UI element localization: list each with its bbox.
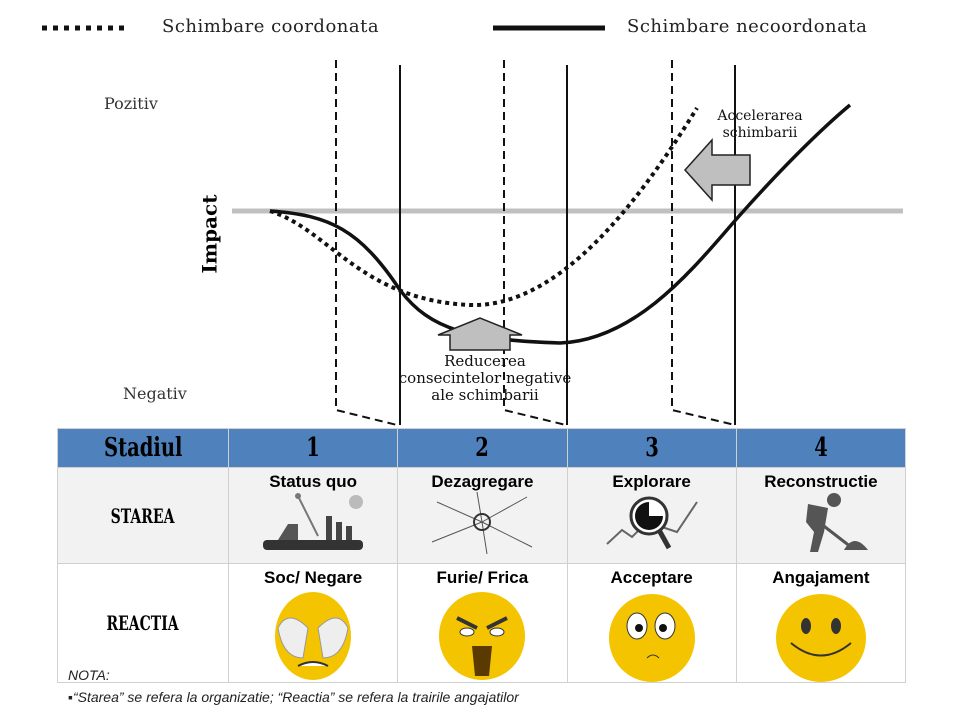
worker-shovel-icon bbox=[805, 493, 868, 552]
header-row: Stadiul 1 2 3 4 bbox=[57, 428, 907, 468]
up-arrow-icon bbox=[437, 317, 523, 351]
table-cell: Soc/ Negare bbox=[227, 563, 399, 683]
broken-glass-icon bbox=[432, 491, 533, 555]
uncoordinated-curve bbox=[269, 103, 852, 345]
tablet-chart-icon bbox=[263, 493, 364, 550]
row-label-starea: STAREA bbox=[57, 467, 229, 564]
smiling-emoji-icon bbox=[775, 594, 866, 682]
table-cell: Furie/ Frica bbox=[397, 563, 568, 683]
note-text-content: “Starea” se refera la organizatie; “Reac… bbox=[72, 689, 519, 705]
table-cell: Dezagregare bbox=[397, 467, 568, 564]
note-text: ▪“Starea” se refera la organizatie; “Rea… bbox=[68, 689, 519, 705]
axis-negative-label: Negativ bbox=[123, 384, 187, 403]
legend-uncoordinated: Schimbare necoordonata bbox=[627, 16, 868, 37]
stage-3: 3 bbox=[566, 428, 737, 468]
stage-1: 1 bbox=[227, 428, 399, 468]
annotation-line: ale schimbarii bbox=[431, 386, 539, 404]
stage-boundaries bbox=[335, 60, 736, 426]
reduction-annotation: Reducerea consecintelor negative ale sch… bbox=[385, 353, 585, 404]
axis-positive-label: Pozitiv bbox=[104, 94, 158, 113]
header-label: Stadiul bbox=[57, 428, 229, 468]
stage-2: 2 bbox=[397, 428, 568, 468]
table-cell: Angajament bbox=[735, 563, 907, 683]
axis-y-label: Impact bbox=[197, 194, 222, 274]
stages-table: Stadiul 1 2 3 4 STAREA Status quo Dezagr… bbox=[57, 428, 907, 683]
starea-row: STAREA Status quo Dezagregare Explorare … bbox=[57, 467, 907, 564]
left-arrow-icon bbox=[683, 138, 751, 202]
table-cell: Reconstructie bbox=[735, 467, 907, 564]
annotation-line: Reducerea bbox=[444, 352, 526, 370]
annotation-line: schimbarii bbox=[722, 125, 798, 141]
reactia-row: REACTIA Soc/ Negare Furie/ Frica Accepta… bbox=[57, 563, 907, 683]
stage-4: 4 bbox=[735, 428, 907, 468]
note-title: NOTA: bbox=[68, 667, 110, 683]
coordinated-curve bbox=[269, 106, 699, 308]
legend-coordinated: Schimbare coordonata bbox=[162, 16, 380, 37]
annotation-line: consecintelor negative bbox=[398, 369, 572, 387]
table-cell: Acceptare bbox=[566, 563, 737, 683]
table-cell: Status quo bbox=[227, 467, 399, 564]
magnifier-chart-icon bbox=[605, 496, 698, 550]
row-label-reactia: REACTIA bbox=[57, 563, 229, 683]
annotation-line: Accelerarea bbox=[717, 108, 803, 124]
impact-curves bbox=[42, 25, 903, 426]
shocked-emoji-icon bbox=[275, 592, 352, 680]
angry-emoji-icon bbox=[439, 592, 526, 680]
table-cell: Explorare bbox=[566, 467, 737, 564]
acceleration-annotation: Accelerarea schimbarii bbox=[700, 108, 820, 142]
confused-emoji-icon bbox=[608, 594, 695, 682]
